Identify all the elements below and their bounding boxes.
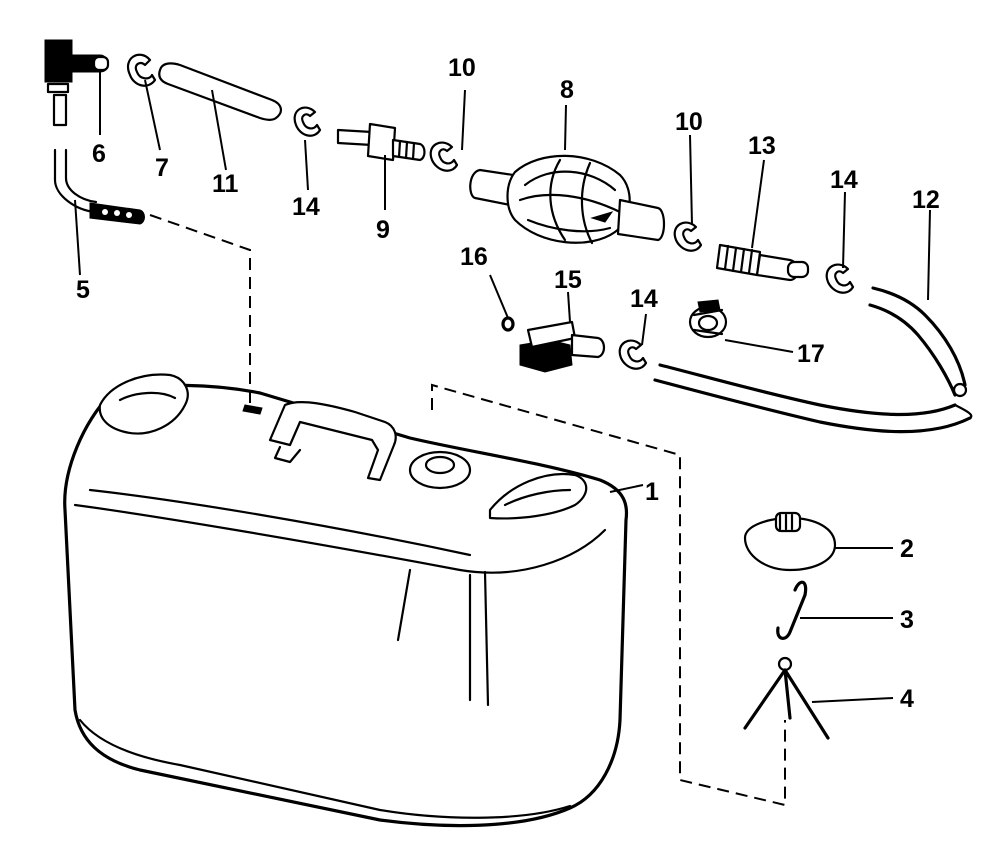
tripod-spring-clip bbox=[743, 656, 830, 740]
callout-6: 6 bbox=[92, 140, 106, 168]
callout-5: 5 bbox=[76, 276, 90, 304]
callout-10-upper: 10 bbox=[448, 54, 476, 82]
callout-2: 2 bbox=[900, 535, 914, 563]
pickup-tube bbox=[52, 93, 145, 225]
callout-12: 12 bbox=[912, 186, 940, 214]
callout-4: 4 bbox=[900, 685, 914, 713]
callout-14-lower: 14 bbox=[630, 285, 658, 313]
bulb-connector bbox=[715, 243, 810, 282]
callout-labels: 1 2 3 4 5 6 7 8 9 10 10 11 12 13 14 14 1… bbox=[76, 54, 940, 713]
primer-bulb bbox=[469, 154, 666, 245]
spring-clamp bbox=[688, 299, 728, 339]
short-fuel-hose bbox=[158, 62, 282, 121]
hose-connector bbox=[336, 122, 426, 162]
callout-17: 17 bbox=[797, 340, 825, 368]
fuel-tank bbox=[63, 373, 629, 828]
dashed-connector-lines bbox=[149, 214, 786, 807]
callout-13: 13 bbox=[748, 132, 776, 160]
long-fuel-hose bbox=[653, 286, 973, 434]
callout-11: 11 bbox=[212, 170, 239, 198]
callout-15: 15 bbox=[554, 266, 582, 294]
callout-7: 7 bbox=[155, 154, 169, 182]
callout-8: 8 bbox=[560, 76, 574, 104]
elbow-fitting bbox=[44, 39, 110, 94]
callout-1: 1 bbox=[645, 478, 659, 506]
callout-14-left: 14 bbox=[292, 193, 320, 221]
j-hook-clip bbox=[776, 580, 808, 640]
tank-connector bbox=[519, 320, 606, 373]
o-ring bbox=[501, 316, 515, 332]
hose-clamps bbox=[127, 53, 855, 370]
callout-3: 3 bbox=[900, 606, 914, 634]
callout-16: 16 bbox=[460, 243, 488, 271]
leader-lines bbox=[74, 70, 931, 703]
fill-cap bbox=[743, 511, 837, 572]
callout-10-right: 10 bbox=[675, 108, 703, 136]
callout-14-right: 14 bbox=[830, 166, 858, 194]
callout-9: 9 bbox=[376, 216, 390, 244]
